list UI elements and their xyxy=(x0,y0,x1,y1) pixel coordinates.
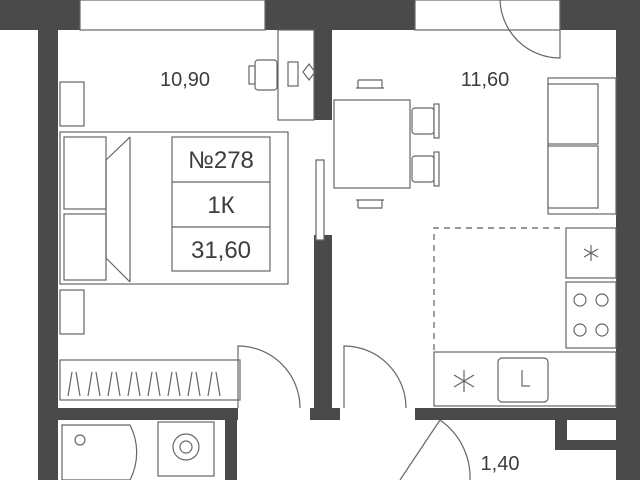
hall-door xyxy=(399,419,471,480)
outlet-icon-upper xyxy=(583,245,599,261)
washing-machine xyxy=(157,421,215,477)
kitchen-door xyxy=(343,345,407,409)
top-wall-middle xyxy=(265,0,415,30)
window-kitchen xyxy=(414,0,561,31)
left-wall xyxy=(38,30,58,480)
bedroom-area-label: 10,90 xyxy=(160,69,210,91)
info-box-frame xyxy=(171,136,271,272)
right-wall xyxy=(616,30,640,480)
bottom-wall-right xyxy=(415,408,616,420)
sink-faucet-icon xyxy=(521,370,530,387)
kitchen-area-label: 11,60 xyxy=(461,69,510,91)
bathroom-wall xyxy=(225,420,237,480)
apartment-type: 1К xyxy=(207,192,234,219)
sink xyxy=(497,357,549,403)
pillow-bottom xyxy=(63,213,107,281)
burner-icon xyxy=(595,323,609,337)
total-area: 31,60 xyxy=(191,237,251,264)
shower xyxy=(61,424,138,480)
apartment-number: №278 xyxy=(188,147,254,174)
hall-niche-bottom xyxy=(555,440,616,450)
bedroom-door xyxy=(237,345,301,409)
tv xyxy=(315,159,325,241)
wardrobe-hangers xyxy=(67,371,221,397)
shower-drain-icon xyxy=(74,434,86,446)
partition-lower xyxy=(314,235,332,415)
burner-icon xyxy=(595,293,609,307)
top-wall-right xyxy=(560,0,640,30)
top-wall-left xyxy=(0,0,80,30)
burner-icon xyxy=(573,293,587,307)
desk-chair xyxy=(254,59,278,91)
desk-chair-arm xyxy=(248,65,256,85)
nightstand-bottom xyxy=(59,289,85,335)
stove xyxy=(565,281,617,349)
burner-icon xyxy=(573,323,587,337)
laptop xyxy=(287,61,299,87)
sofa-cushion-top xyxy=(547,83,599,145)
upper-cabinets-outline xyxy=(433,227,562,350)
chair-right-bottom xyxy=(411,155,435,183)
chair-right-top-back xyxy=(433,103,440,139)
bottom-wall-center xyxy=(310,408,340,420)
partition-upper xyxy=(314,30,332,120)
pillow-top xyxy=(63,136,107,210)
dining-table xyxy=(333,99,411,189)
bottom-wall-left xyxy=(58,408,238,420)
bed-blanket-fold xyxy=(105,136,131,283)
washing-machine-drum-icon xyxy=(172,433,200,461)
balcony-door xyxy=(499,0,561,59)
desk-lamp-icon xyxy=(302,63,316,81)
window-bedroom xyxy=(79,0,266,31)
chair-right-top xyxy=(411,107,435,135)
nightstand-top xyxy=(59,81,85,127)
kitchen-furniture xyxy=(333,77,617,407)
chair-right-bottom-back xyxy=(433,151,440,187)
doors xyxy=(237,0,561,480)
wardrobe xyxy=(59,359,241,401)
bathroom xyxy=(61,421,215,480)
sofa-cushion-bottom xyxy=(547,145,599,209)
chair-top xyxy=(356,79,384,89)
hall-area-label: 1,40 xyxy=(481,453,520,475)
apartment-info-box: №278 1К 31,60 xyxy=(171,136,271,272)
outlet-icon-lower xyxy=(453,370,475,392)
chair-bottom xyxy=(356,199,384,209)
